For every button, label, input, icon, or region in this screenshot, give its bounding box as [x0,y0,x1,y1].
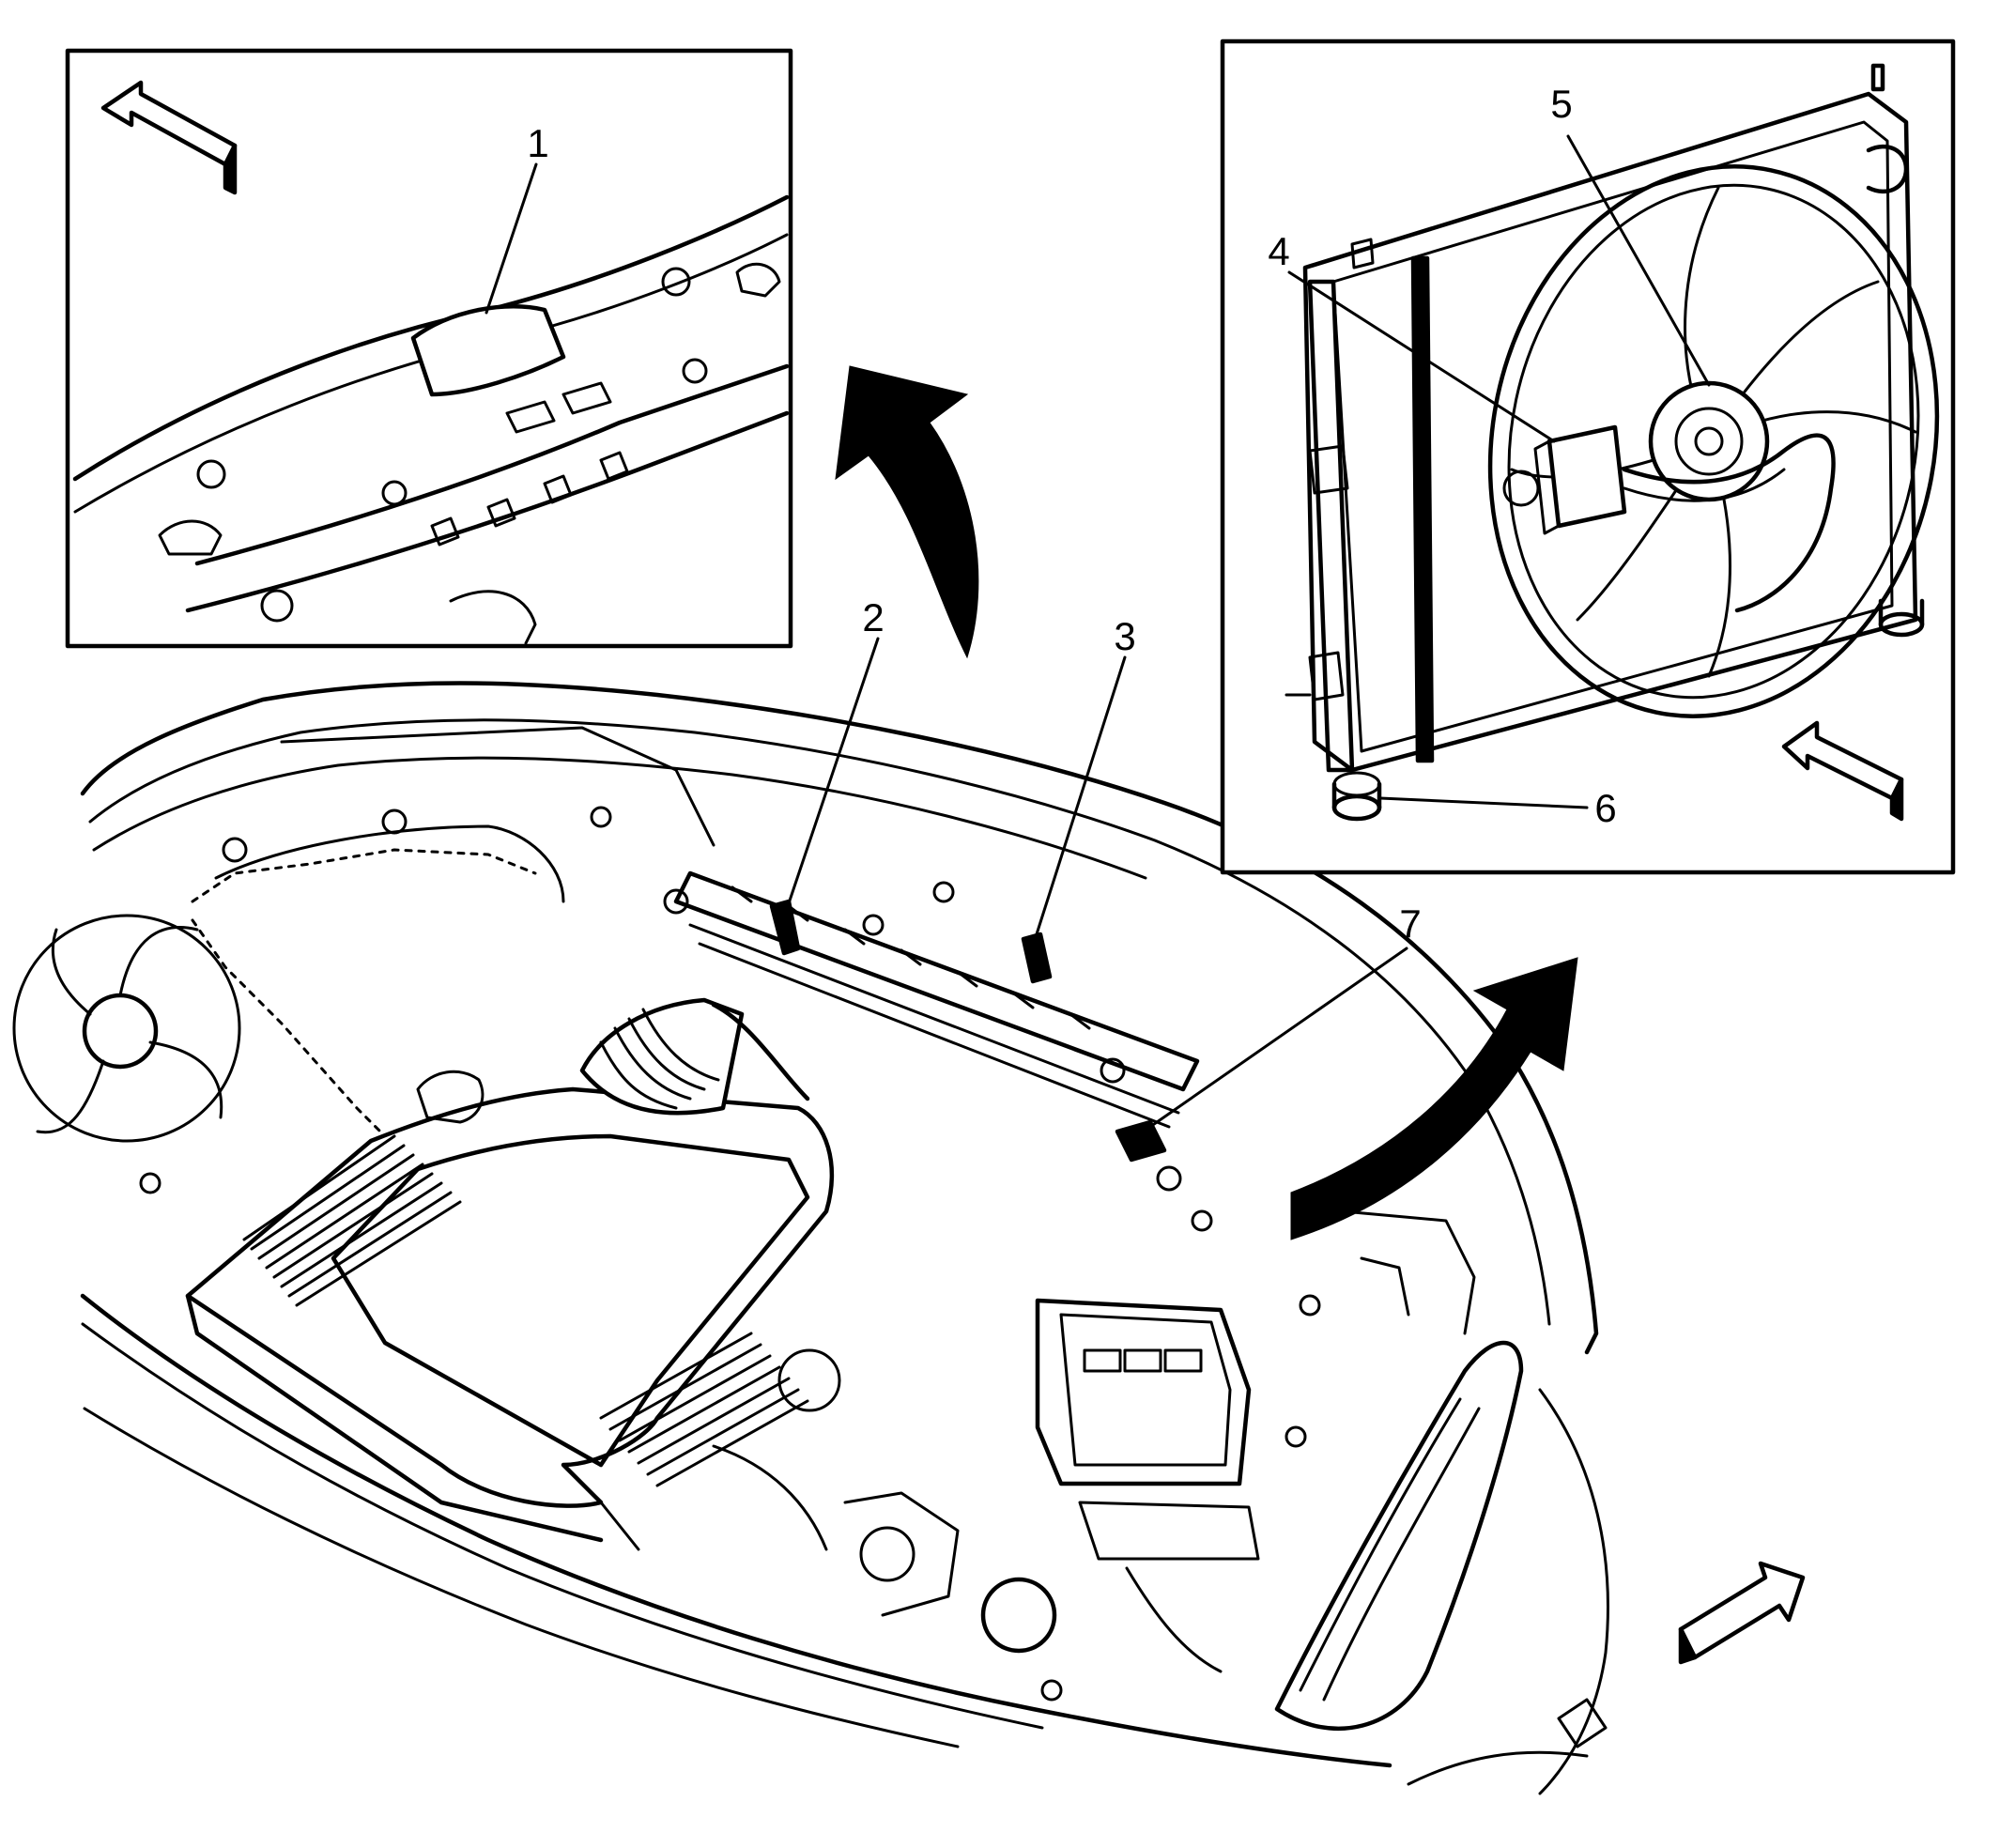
callout-3: 3 [1114,614,1135,658]
callout-7: 7 [1399,901,1421,946]
part-1-component [410,304,566,397]
left-fan [12,914,241,1143]
front-fascia [80,1293,1392,1768]
air-intake-duct [579,997,810,1116]
callout-6: 6 [1594,786,1616,830]
detail-inset-upper-left [65,48,793,649]
engine-cover [185,1070,841,1551]
forward-direction-arrow-icon [1781,720,1904,822]
callout-1: 1 [527,121,548,165]
forward-direction-arrow-icon [100,80,238,195]
part-2-bracket [769,899,801,956]
detail-inset-upper-right [1220,38,1956,875]
callout-2: 2 [862,595,884,639]
leader-lines [485,134,1711,1131]
part-4-control-module [1546,424,1627,529]
headlamp [1274,1340,1524,1731]
fan-shroud [1487,164,1940,718]
part-3-mount [1021,932,1053,984]
callout-labels: 1 2 3 4 5 6 7 [527,82,1616,946]
forward-direction-arrow-icon [1678,1561,1806,1665]
radiator-support-tie-bar [673,870,1200,1092]
callout-5: 5 [1550,82,1572,126]
curved-detail-arrow-icon [1290,957,1578,1240]
callout-4: 4 [1268,229,1289,273]
part-7-connector [1115,1119,1167,1163]
engine-control-module [1035,1298,1260,1561]
part-6-lower-mount [1331,598,1925,822]
fasteners [139,806,1321,1702]
hood-opening-outline [80,681,1599,1355]
curved-detail-arrow-icon [835,365,979,659]
engine-bay-view [12,681,1609,1795]
